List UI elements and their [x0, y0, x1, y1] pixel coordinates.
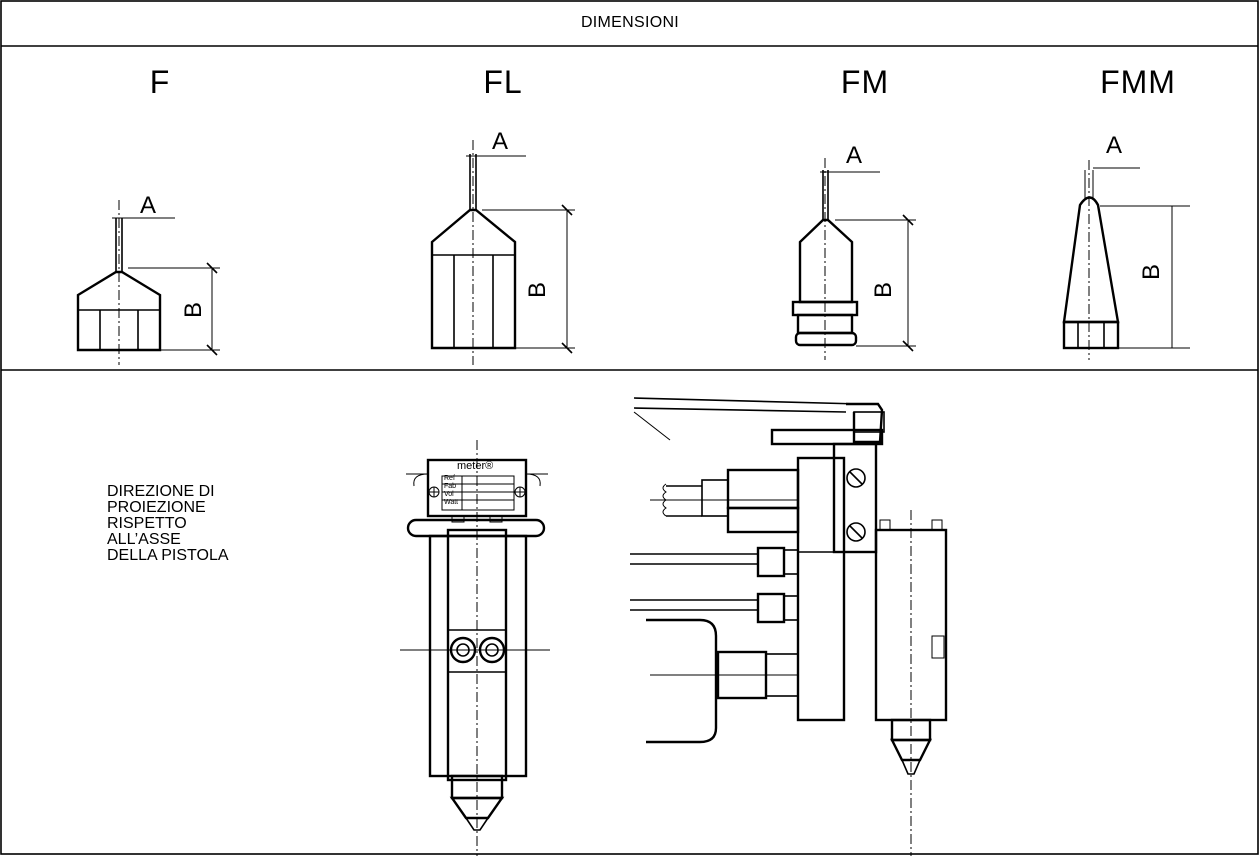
gun-side-view [630, 397, 948, 856]
projection-direction-text: DIREZIONE DI PROIEZIONE RISPETTO ALL’ASS… [107, 484, 327, 564]
nameplate-brand: meter® [457, 460, 494, 472]
dim-b-fm: B [870, 281, 898, 299]
direction-line: PROIEZIONE [107, 499, 206, 516]
nameplate-row: Vol [444, 491, 454, 498]
nozzle-fl-drawing [430, 140, 575, 365]
gun-front-view [400, 440, 550, 856]
nozzle-f-drawing [76, 200, 220, 365]
direction-line: ALL’ASSE [107, 531, 181, 548]
nozzle-label-fmm: FMM [1100, 64, 1176, 100]
page-title: DIMENSIONI [580, 14, 680, 31]
dim-b-fl: B [524, 281, 552, 299]
dim-a-fl: A [492, 128, 509, 155]
nameplate-row: Fab [444, 483, 457, 490]
nameplate-row: Watt [444, 499, 459, 506]
direction-line: RISPETTO [107, 515, 187, 532]
nozzle-fmm-drawing [1062, 160, 1190, 360]
nozzle-label-f: F [149, 64, 171, 100]
direction-line: DELLA PISTOLA [107, 547, 229, 564]
nameplate-row: Ref [444, 475, 455, 482]
dim-a-fm: A [846, 142, 863, 169]
nozzle-label-fl: FL [483, 64, 523, 100]
dim-b-fmm: B [1138, 263, 1166, 281]
nozzle-label-fm: FM [840, 64, 890, 100]
dim-a-f: A [140, 192, 157, 219]
direction-line: DIREZIONE DI [107, 483, 215, 500]
dim-a-fmm: A [1106, 132, 1123, 159]
nozzle-fm-drawing [791, 158, 916, 360]
nameplate-rows: Ref Fab Vol Watt [444, 475, 458, 507]
dim-b-f: B [180, 301, 208, 319]
